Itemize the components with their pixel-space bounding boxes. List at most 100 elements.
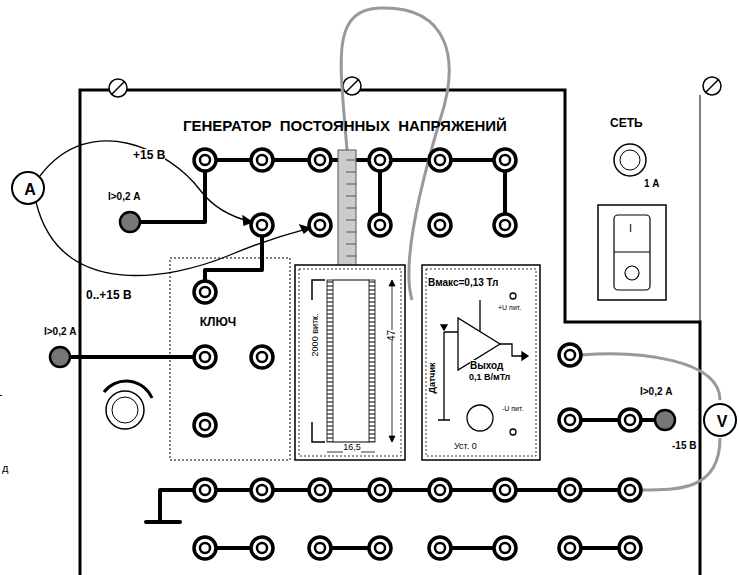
terminal-hole — [257, 155, 267, 165]
terminal-hole — [565, 543, 575, 553]
terminal — [619, 409, 641, 431]
terminal — [494, 149, 516, 171]
terminal-hole — [565, 415, 575, 425]
node-text: Выход — [470, 360, 503, 371]
panel-label: д — [2, 462, 8, 474]
grey-socket — [50, 347, 70, 367]
node-text: +U пит. — [498, 304, 521, 312]
panel-label: 0..+15 В — [86, 289, 132, 302]
terminal-hole — [200, 420, 210, 430]
terminal — [559, 344, 581, 366]
panel-label: -15 В — [672, 440, 696, 451]
terminal-hole — [435, 485, 445, 495]
terminal-hole — [257, 485, 267, 495]
terminal — [194, 346, 216, 368]
node-text: V — [717, 413, 728, 431]
terminal-hole — [200, 287, 210, 297]
panel-label: 1 А — [644, 178, 660, 189]
terminal — [559, 537, 581, 559]
terminal — [194, 149, 216, 171]
panel-heading: ГЕНЕРАТОР ПОСТОЯННЫХ НАПРЯЖЕНИЙ — [183, 118, 507, 135]
node-text: 2000 витк. — [310, 314, 320, 357]
panel-label: СЕТЬ — [610, 117, 643, 130]
terminal-hole — [315, 155, 325, 165]
node-text: A — [24, 181, 36, 199]
panel-label: I>0,2 А — [640, 386, 673, 397]
terminal — [369, 149, 391, 171]
module-box: 2000 витк. 47 16,5 — [295, 265, 405, 460]
terminal-hole — [375, 543, 385, 553]
terminal — [494, 479, 516, 501]
module-box: Bмакс=0,13 Тл +U пит. Выход 0,1 В/мТл Датчик… — [422, 265, 540, 460]
terminal — [559, 479, 581, 501]
terminal-hole — [315, 220, 325, 230]
panel-label: I>0,2 А — [108, 191, 141, 202]
terminal — [369, 479, 391, 501]
terminal — [251, 479, 273, 501]
terminal — [429, 537, 451, 559]
terminal-hole — [257, 543, 267, 553]
node-text: КЛЮЧ — [200, 316, 236, 329]
terminal — [251, 346, 273, 368]
terminal — [194, 414, 216, 436]
terminal-hole — [375, 485, 385, 495]
terminal — [309, 149, 331, 171]
terminal-hole — [625, 543, 635, 553]
terminal-hole — [625, 415, 635, 425]
node-text: -U пит. — [502, 405, 523, 413]
terminal-hole — [257, 352, 267, 362]
terminal-hole — [375, 220, 385, 230]
terminal — [251, 149, 273, 171]
terminal — [369, 537, 391, 559]
terminal-hole — [200, 155, 210, 165]
terminal — [494, 537, 516, 559]
terminal — [251, 537, 273, 559]
terminal — [194, 479, 216, 501]
terminal-hole — [257, 220, 267, 230]
terminal-hole — [200, 543, 210, 553]
terminal — [559, 409, 581, 431]
terminal — [194, 281, 216, 303]
node-text: Уст. 0 — [454, 442, 477, 452]
terminal — [309, 479, 331, 501]
terminal-hole — [565, 350, 575, 360]
terminal-hole — [500, 543, 510, 553]
terminal-hole — [200, 352, 210, 362]
terminal — [429, 214, 451, 236]
terminal-hole — [435, 220, 445, 230]
terminal — [251, 214, 273, 236]
terminal-hole — [625, 485, 635, 495]
terminal-hole — [500, 220, 510, 230]
terminal-hole — [565, 485, 575, 495]
terminal-hole — [375, 155, 385, 165]
terminal — [619, 537, 641, 559]
module-box: КЛЮЧ — [170, 258, 290, 460]
terminal-hole — [315, 543, 325, 553]
terminal-hole — [435, 155, 445, 165]
panel-label: I — [629, 222, 632, 234]
terminal — [619, 479, 641, 501]
panel-label: +15 В — [133, 149, 165, 162]
node-text: 16,5 — [343, 443, 361, 453]
node-text: Bмакс=0,13 Тл — [428, 277, 498, 288]
terminal — [309, 537, 331, 559]
node-text: Датчик — [428, 362, 438, 393]
terminal — [429, 479, 451, 501]
panel-label: I>0,2 А — [44, 326, 77, 337]
terminal — [429, 149, 451, 171]
grey-socket — [655, 410, 675, 430]
terminal — [309, 214, 331, 236]
grey-socket — [120, 212, 140, 232]
terminal-hole — [500, 485, 510, 495]
terminal-hole — [315, 485, 325, 495]
node-text: 0,1 В/мТл — [469, 373, 510, 383]
terminal-hole — [500, 155, 510, 165]
terminal-hole — [200, 485, 210, 495]
terminal — [194, 537, 216, 559]
terminal — [494, 214, 516, 236]
terminal-hole — [435, 543, 445, 553]
node-text: 47 — [387, 329, 398, 340]
meter-circle: A — [11, 171, 45, 205]
